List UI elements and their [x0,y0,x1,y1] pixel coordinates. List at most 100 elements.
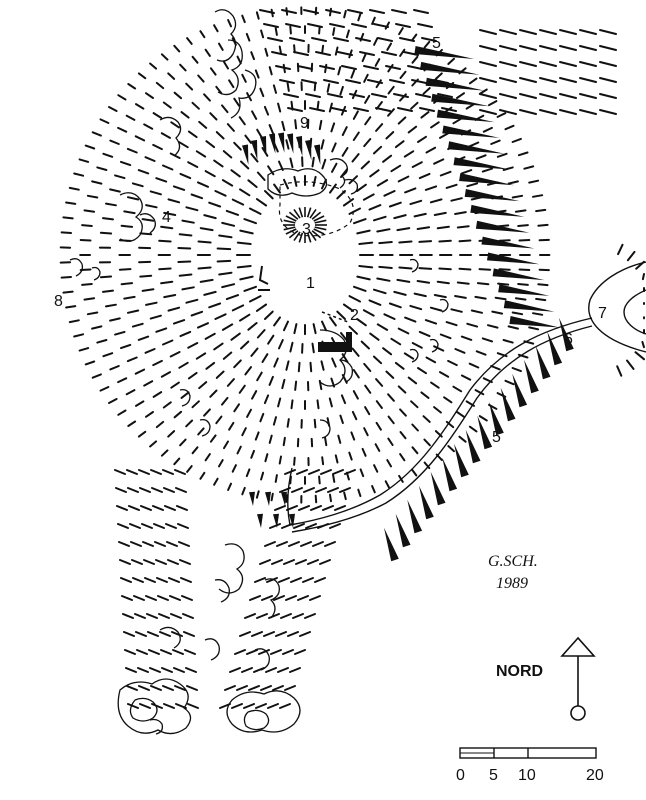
hachure-mark [78,158,90,163]
hachure-mark [243,285,257,292]
hachure-mark [164,505,176,511]
hachure-mark [490,365,501,371]
hachure-mark [599,45,617,51]
hachure-mark [170,613,182,619]
hachure-mark [474,389,485,396]
hachure-mark [423,438,431,447]
hachure-mark [167,306,181,312]
hachure-mark [305,93,321,98]
hachure-mark [353,218,367,225]
scarp-wedge [503,300,555,312]
hachure-mark [417,23,433,28]
hachure-mark [244,613,256,619]
hachure-mark [264,47,269,57]
hachure-mark [436,225,450,230]
hachure-mark [418,240,433,243]
hachure-mark [152,112,163,119]
north-arrow-tail-icon [570,705,586,721]
hachure-mark [424,319,438,325]
hachure-mark [396,227,411,232]
hachure-mark [198,120,208,129]
hachure-mark [334,505,346,511]
hachure-mark [418,267,433,270]
scale-bar: 0 5 10 20 [456,747,604,784]
label-5-lower: 5 [492,429,501,446]
hachure-mark [388,201,402,208]
hachure-mark [239,188,251,197]
hachure-mark [91,131,102,137]
hachure-mark [301,79,317,84]
hachure-mark [162,339,174,346]
hachure-mark [382,347,393,356]
hachure-mark [353,285,367,292]
hachure-mark [371,16,376,25]
hachure-mark [139,703,151,709]
scarp-wedge [257,513,263,528]
hachure-mark [163,294,177,299]
hachure-mark [341,126,348,136]
hachure-mark [367,79,383,84]
scarp-wedge [430,471,446,506]
hachure-mark [398,240,413,244]
hachure-mark [419,107,435,112]
rock-outcrops [69,9,449,735]
hachure-mark [285,360,290,371]
hachure-mark [185,298,199,304]
hachure-mark [213,159,224,168]
hachure-mark [420,391,430,399]
hachure-mark [233,359,242,369]
hachure-mark [231,703,243,709]
scarp-wedge [305,139,312,161]
hachure-mark [364,384,372,394]
hachure-mark [178,233,193,237]
hachure-mark [137,430,147,438]
hachure-mark [539,61,557,67]
hachure-mark [163,211,177,216]
hachure-mark [454,295,467,299]
hachure-mark [160,280,174,285]
hachure-mark [244,134,252,144]
hachure-mark [373,37,379,46]
hachure-mark [499,109,517,115]
hachure-mark [387,64,394,73]
hachure-mark [399,70,407,79]
hachure-mark [286,82,290,92]
scarp-wedge [475,220,530,233]
hachure-mark [203,214,217,220]
hachure-mark [102,217,114,221]
hachure-mark [535,208,547,213]
hachure-mark [268,66,273,76]
hachure-mark [399,453,406,462]
hachure-mark [114,174,126,180]
hachure-mark [130,541,142,547]
hachure-mark [363,73,369,83]
hachure-mark [519,93,537,99]
hachure-mark [125,667,137,673]
hachure-mark [259,9,275,14]
hachure-mark [166,541,178,547]
hachure-mark [289,157,294,169]
hachure-mark [307,23,323,28]
hachure-mark [497,282,510,286]
hachure-mark [267,334,275,345]
hachure-mark [135,103,145,110]
hachure-mark [260,29,265,39]
hachure-mark [143,559,155,565]
mound-mark [313,215,325,222]
hachure-mark [145,595,157,601]
hachure-mark [197,322,209,329]
hachure-mark [127,420,137,427]
hachure-mark [519,77,537,83]
hachure-mark [78,347,90,352]
hachure-mark [360,160,370,170]
hachure-mark [422,415,431,423]
hachure-mark [617,243,624,256]
label-2: 2 [350,307,359,324]
hachure-mark [351,410,358,421]
hachure-mark [334,46,339,56]
hachure-mark [137,335,150,341]
hachure-mark [429,306,443,312]
hachure-mark [369,169,380,178]
hachure-mark [327,487,339,493]
hachure-mark [399,48,406,57]
